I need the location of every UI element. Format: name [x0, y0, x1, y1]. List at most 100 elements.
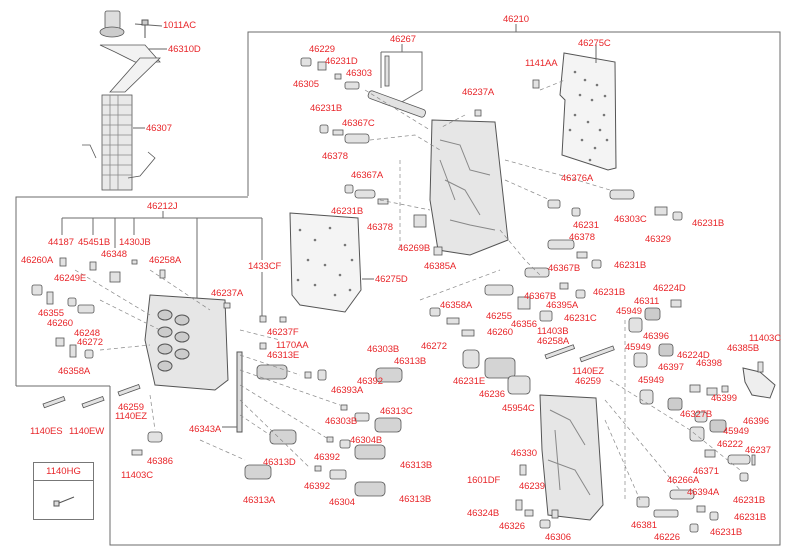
part-label-1170aa[interactable]: 1170AA: [276, 340, 309, 351]
part-label-46303b[interactable]: 46303B: [367, 344, 400, 355]
part-label-46231c[interactable]: 46231C: [564, 313, 597, 324]
part-label-46266a[interactable]: 46266A: [667, 475, 700, 486]
part-label-46231b[interactable]: 46231B: [331, 206, 364, 217]
part-label-1430jb[interactable]: 1430JB: [119, 237, 151, 248]
part-label-46231b[interactable]: 46231B: [593, 287, 626, 298]
part-label-46381[interactable]: 46381: [631, 520, 657, 531]
part-label-46313c[interactable]: 46313C: [380, 406, 413, 417]
part-label-44187[interactable]: 44187: [48, 237, 74, 248]
part-label-46329[interactable]: 46329: [645, 234, 671, 245]
part-label-46395a[interactable]: 46395A: [546, 300, 579, 311]
part-label-46385b[interactable]: 46385B: [727, 343, 760, 354]
part-label-46222[interactable]: 46222: [717, 439, 743, 450]
part-label-46394a[interactable]: 46394A: [687, 487, 720, 498]
part-label-46378[interactable]: 46378: [322, 151, 348, 162]
part-label-46259[interactable]: 46259: [118, 402, 144, 413]
part-label-46348[interactable]: 46348: [101, 249, 127, 260]
part-label-46355[interactable]: 46355: [38, 308, 64, 319]
part-label-11403c[interactable]: 11403C: [121, 470, 153, 481]
part-label-1011ac[interactable]: 1011AC: [163, 20, 197, 31]
part-label-46356[interactable]: 46356: [511, 319, 537, 330]
part-label-46248[interactable]: 46248: [74, 328, 100, 339]
part-label-46399[interactable]: 46399: [711, 393, 737, 404]
part-label-46272[interactable]: 46272: [421, 341, 447, 352]
part-label-1601df[interactable]: 1601DF: [467, 475, 501, 486]
part-label-46367a[interactable]: 46367A: [351, 170, 384, 181]
part-label-1140ez[interactable]: 1140EZ: [572, 366, 604, 377]
part-label-46237f[interactable]: 46237F: [267, 327, 299, 338]
part-label-46231b[interactable]: 46231B: [734, 512, 767, 523]
part-label-46392[interactable]: 46392: [304, 481, 330, 492]
part-label-46398[interactable]: 46398: [696, 358, 722, 369]
part-label-11403b[interactable]: 11403B: [537, 326, 569, 337]
part-label-46330[interactable]: 46330: [511, 448, 537, 459]
part-label-46236[interactable]: 46236: [479, 389, 505, 400]
part-label-1140ez[interactable]: 1140EZ: [115, 411, 147, 422]
part-label-46237a[interactable]: 46237A: [211, 288, 244, 299]
part-label-46358a[interactable]: 46358A: [58, 366, 91, 377]
part-label-1433cf[interactable]: 1433CF: [248, 261, 282, 272]
part-label-46212j[interactable]: 46212J: [147, 201, 178, 212]
part-label-11403c[interactable]: 11403C: [749, 333, 781, 344]
part-label-46275d[interactable]: 46275D: [375, 274, 408, 285]
part-label-46231b[interactable]: 46231B: [692, 218, 725, 229]
part-label-46307[interactable]: 46307: [146, 123, 172, 134]
part-label-46226[interactable]: 46226: [654, 532, 680, 543]
part-label-46231d[interactable]: 46231D: [325, 56, 358, 67]
part-label-46239[interactable]: 46239: [519, 481, 545, 492]
part-label-46367c[interactable]: 46367C: [342, 118, 375, 129]
part-label-46376a[interactable]: 46376A: [561, 173, 594, 184]
part-label-46378[interactable]: 46378: [367, 222, 393, 233]
part-label-46272[interactable]: 46272: [77, 337, 103, 348]
part-label-46224d[interactable]: 46224D: [653, 283, 686, 294]
part-label-46313a[interactable]: 46313A: [243, 495, 276, 506]
part-label-46231b[interactable]: 46231B: [310, 103, 343, 114]
part-label-46303c[interactable]: 46303C: [614, 214, 647, 225]
part-label-46275c[interactable]: 46275C: [578, 38, 611, 49]
part-label-46397[interactable]: 46397: [658, 362, 684, 373]
part-label-46385a[interactable]: 46385A: [424, 261, 457, 272]
part-label-1140ew[interactable]: 1140EW: [69, 426, 105, 437]
part-label-45954c[interactable]: 45954C: [502, 403, 535, 414]
part-label-46367b[interactable]: 46367B: [548, 263, 581, 274]
part-label-46305[interactable]: 46305: [293, 79, 319, 90]
part-label-46311[interactable]: 46311: [634, 296, 660, 307]
part-label-46269b[interactable]: 46269B: [398, 243, 431, 254]
part-label-46313e[interactable]: 46313E: [267, 350, 300, 361]
part-label-46386[interactable]: 46386: [147, 456, 173, 467]
part-label-46306[interactable]: 46306: [545, 532, 571, 543]
part-label-46304[interactable]: 46304: [329, 497, 355, 508]
part-label-46371[interactable]: 46371: [693, 466, 719, 477]
part-label-1140es[interactable]: 1140ES: [30, 426, 63, 437]
part-label-46327b[interactable]: 46327B: [680, 409, 713, 420]
part-label-46313b[interactable]: 46313B: [399, 494, 432, 505]
part-label-46249e[interactable]: 46249E: [54, 273, 87, 284]
part-label-45949[interactable]: 45949: [616, 306, 642, 317]
part-label-46313b[interactable]: 46313B: [400, 460, 433, 471]
part-label-46358a[interactable]: 46358A: [440, 300, 473, 311]
part-label-46231[interactable]: 46231: [573, 220, 599, 231]
part-label-46303b[interactable]: 46303B: [325, 416, 358, 427]
part-label-46237[interactable]: 46237: [745, 445, 771, 456]
part-label-46237a[interactable]: 46237A: [462, 87, 495, 98]
part-label-46258a[interactable]: 46258A: [149, 255, 182, 266]
part-label-46229[interactable]: 46229: [309, 44, 335, 55]
part-label-46231b[interactable]: 46231B: [614, 260, 647, 271]
part-label-45451b[interactable]: 45451B: [78, 237, 111, 248]
part-label-45949[interactable]: 45949: [625, 342, 651, 353]
part-label-46303[interactable]: 46303: [346, 68, 372, 79]
part-label-46396[interactable]: 46396: [743, 416, 769, 427]
part-label-46224d[interactable]: 46224D: [677, 350, 710, 361]
part-label-46313b[interactable]: 46313B: [394, 356, 427, 367]
part-label-45949[interactable]: 45949: [723, 426, 749, 437]
part-label-1141aa[interactable]: 1141AA: [525, 58, 558, 69]
part-label-46231b[interactable]: 46231B: [733, 495, 766, 506]
part-label-46326[interactable]: 46326: [499, 521, 525, 532]
part-label-46392[interactable]: 46392: [357, 376, 383, 387]
part-label-46392[interactable]: 46392: [314, 452, 340, 463]
part-label-46259[interactable]: 46259: [575, 376, 601, 387]
part-label-46260[interactable]: 46260: [47, 318, 73, 329]
part-label-46267[interactable]: 46267: [390, 34, 416, 45]
part-label-46313d[interactable]: 46313D: [263, 457, 296, 468]
part-label-46343a[interactable]: 46343A: [189, 424, 222, 435]
